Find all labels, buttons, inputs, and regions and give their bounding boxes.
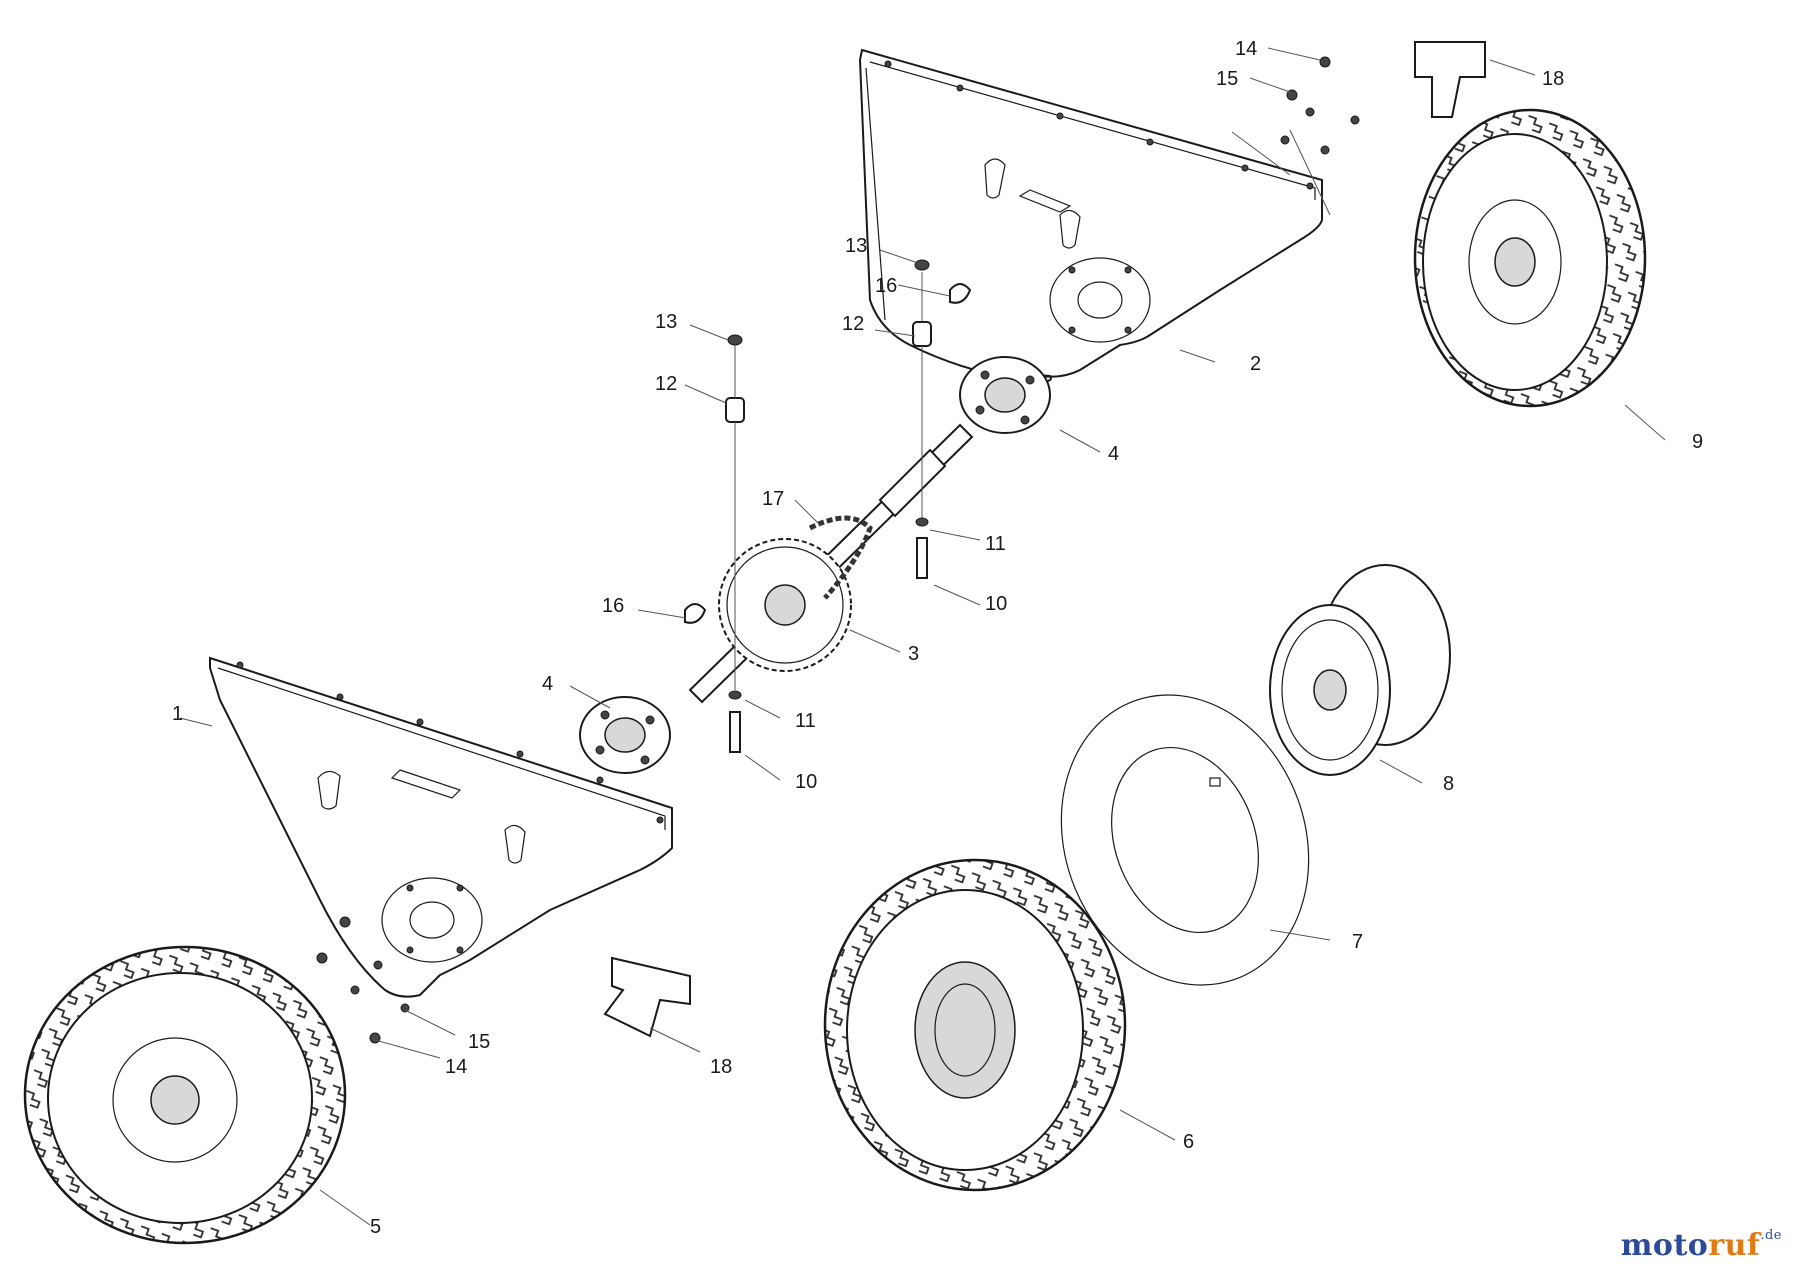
- callout-13-lower: 13: [655, 311, 677, 333]
- leader-lines: [179, 47, 1666, 1226]
- callout-5: 5: [370, 1216, 381, 1238]
- callout-7: 7: [1352, 931, 1363, 953]
- rim-8: [1269, 564, 1451, 776]
- callout-12-upper: 12: [842, 313, 864, 335]
- callout-9: 9: [1692, 431, 1703, 453]
- callout-4-upper: 4: [1108, 443, 1119, 465]
- wheel-6: [823, 858, 1127, 1192]
- callout-11-upper: 11: [985, 533, 1006, 555]
- callout-labels: 1 2 3 4 4 5 6 7 8 9 10 10 11 11 12 12 13…: [172, 38, 1703, 1238]
- callout-15-upper: 15: [1216, 68, 1238, 90]
- callout-14-lower: 14: [445, 1056, 467, 1078]
- hardware-parts: [316, 41, 1486, 1044]
- callout-11-lower: 11: [795, 710, 816, 732]
- callout-16-upper: 16: [875, 275, 897, 297]
- callout-16-lower: 16: [602, 595, 624, 617]
- bearing-flange-upper: [959, 356, 1051, 434]
- callout-17: 17: [762, 488, 784, 510]
- callout-10-lower: 10: [795, 771, 817, 793]
- callout-15-lower: 15: [468, 1031, 490, 1053]
- wheel-9: [1413, 108, 1647, 408]
- callout-12-lower: 12: [655, 373, 677, 395]
- callout-10-upper: 10: [985, 593, 1007, 615]
- bearing-flange-lower: [579, 696, 671, 774]
- callout-3: 3: [908, 643, 919, 665]
- callout-1: 1: [172, 703, 183, 725]
- inner-tube-7: [1060, 694, 1310, 986]
- callout-8: 8: [1443, 773, 1454, 795]
- callout-14-upper: 14: [1235, 38, 1257, 60]
- callout-18-lower: 18: [710, 1056, 732, 1078]
- sprocket: [718, 538, 852, 672]
- callout-18-upper: 18: [1542, 68, 1564, 90]
- drive-chain: [808, 515, 873, 600]
- wheel-5: [23, 945, 347, 1245]
- callout-6: 6: [1183, 1131, 1194, 1153]
- callout-2: 2: [1250, 353, 1261, 375]
- frame-plate-left: [209, 656, 673, 998]
- frame-plate-right: [858, 48, 1323, 387]
- callout-4-lower: 4: [542, 673, 553, 695]
- brand-logo: motoruf.de: [1620, 1228, 1782, 1263]
- callout-13-upper: 13: [845, 235, 867, 257]
